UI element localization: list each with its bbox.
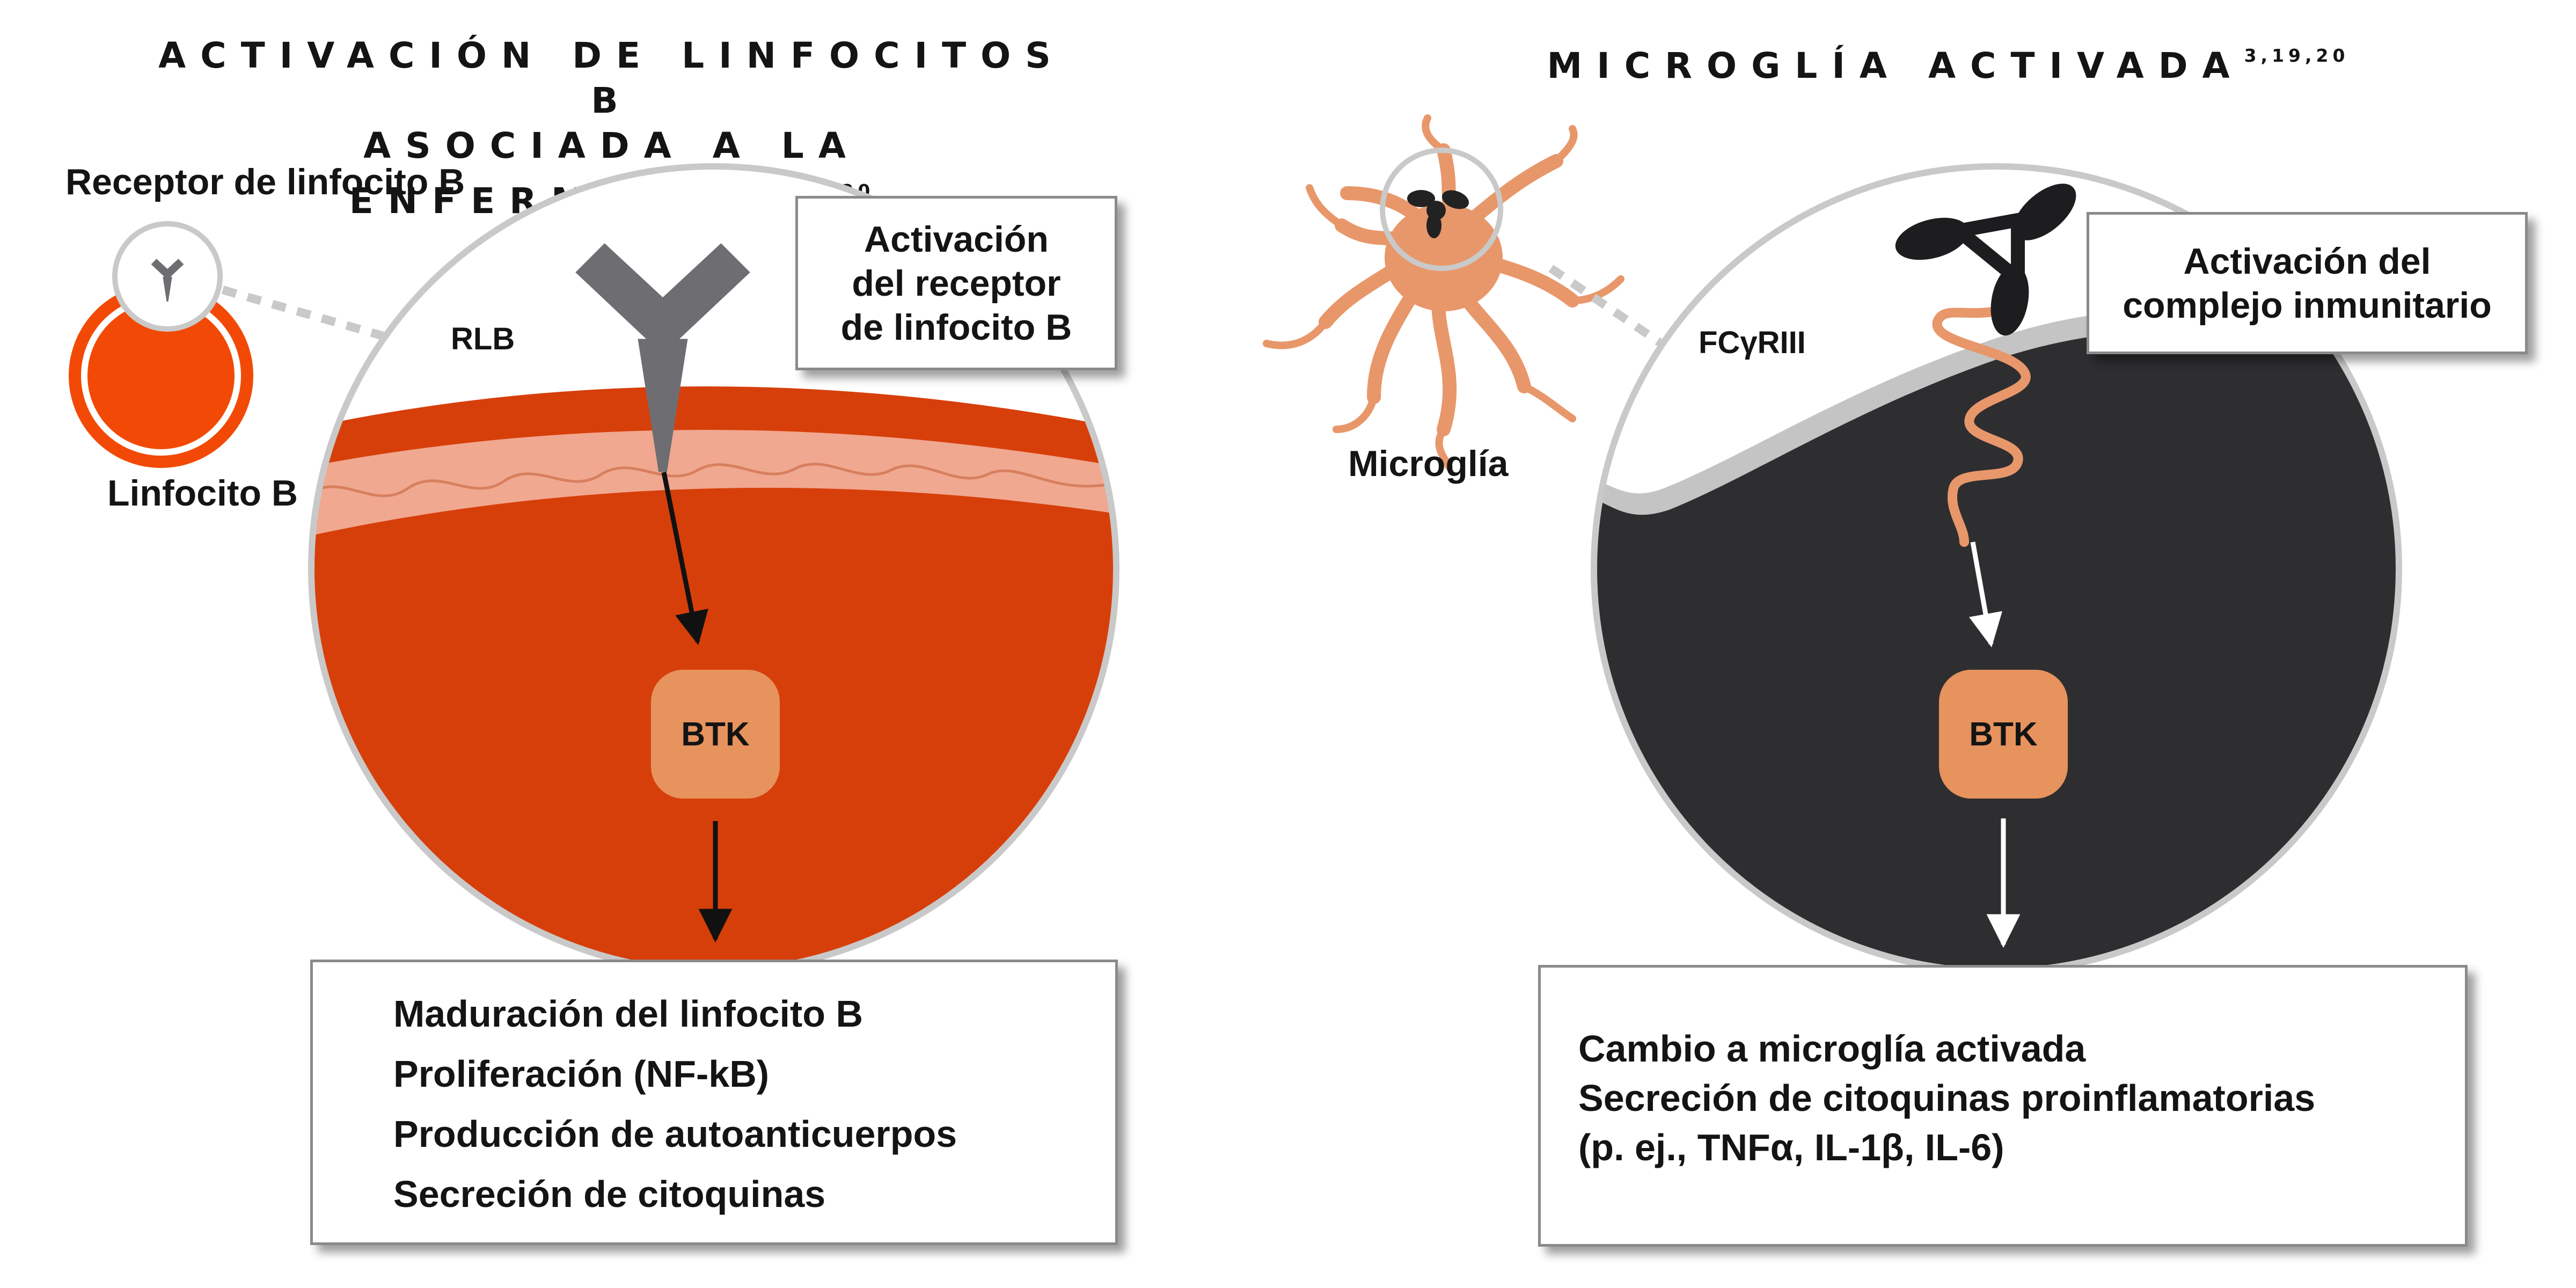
arrow-receptor-to-btk-right (1969, 541, 2003, 648)
btk-box-left: BTK (651, 670, 780, 799)
microglia-label: Microglía (1348, 443, 1509, 484)
microglia-zoom-circle (1380, 148, 1503, 271)
immune-complex-icon (1895, 184, 2076, 336)
microglia-body (1385, 204, 1503, 311)
right-panel-title: MICROGLÍA ACTIVADA3,19,20 (1492, 33, 2404, 89)
btk-label-left: BTK (681, 715, 750, 753)
b-cell-outcome-item: Proliferación (NF-kB) (393, 1053, 770, 1095)
zoom-connector-right (1548, 265, 1672, 353)
microglia-outcome-item: (p. ej., TNFα, IL-1β, IL-6) (1578, 1126, 2004, 1168)
zoom-connector-left (221, 286, 396, 343)
btk-box-right: BTK (1939, 670, 2068, 799)
small-receptor-icon (151, 259, 184, 302)
btk-label-right: BTK (1969, 715, 2038, 753)
b-cell-outcome-item: Secreción de citoquinas (393, 1173, 826, 1215)
microglia-outcome-item: Secreción de citoquinas proinflamatorias (1578, 1077, 2316, 1119)
right-title-text: MICROGLÍA ACTIVADA (1547, 45, 2244, 86)
fc-receptor-label: FCγRIII (1699, 325, 1806, 360)
immune-complex-callout: Activación del complejo inmunitario (2087, 212, 2528, 354)
b-cell-outcome-item: Maduración del linfocito B (393, 993, 863, 1035)
b-cell-outcomes-list: Maduración del linfocito B Proliferación… (393, 984, 1115, 1224)
microglia-outcomes-list: Cambio a microglía activada Secreción de… (1578, 1024, 2465, 1172)
small-immune-complex-icon (1407, 190, 1469, 238)
immune-complex-text: Activación del complejo inmunitario (2123, 240, 2492, 326)
left-title-line1: ACTIVACIÓN DE LINFOCITOS B (158, 35, 1065, 121)
b-cell-membrane (311, 430, 1116, 538)
b-cell-receptor-icon (575, 243, 750, 472)
membrane-wave (311, 463, 1116, 497)
b-cell-activation-callout: Activación del receptor de linfocito B (795, 196, 1117, 370)
b-cell-outcome-item: Producción de autoanticuerpos (393, 1113, 957, 1155)
arrow-receptor-to-btk (661, 472, 708, 646)
microglia-icon (1263, 114, 1624, 471)
b-cell-activation-text: Activación del receptor de linfocito B (840, 218, 1072, 348)
microglia-outcome-item: Cambio a microglía activada (1578, 1028, 2086, 1070)
right-title-references: 3,19,20 (2244, 45, 2350, 66)
rlb-label: RLB (451, 321, 515, 356)
b-cell-outcomes-box: Maduración del linfocito B Proliferación… (310, 960, 1118, 1245)
b-cell-label: Linfocito B (107, 473, 298, 514)
b-cell-receptor-label: Receptor de linfocito B (65, 162, 465, 202)
microglia-outcomes-box: Cambio a microglía activada Secreción de… (1538, 965, 2468, 1247)
fc-receptor-chain (1932, 306, 2031, 547)
